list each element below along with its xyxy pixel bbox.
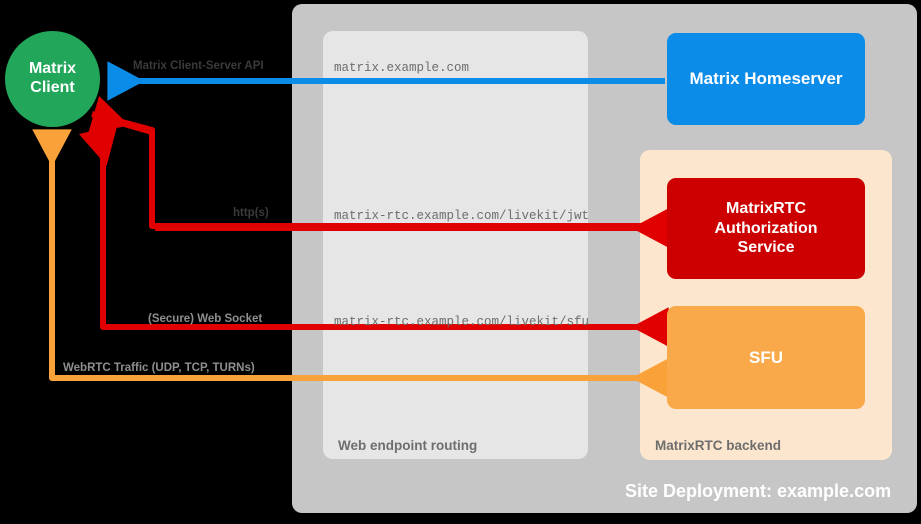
auth-service-label-line1: MatrixRTC: [725, 200, 806, 218]
edge-label-websocket-protocol: (Secure) Web Socket: [148, 313, 263, 325]
edge-label-websocket-endpoint: matrix-rtc.example.com/livekit/sfu: [334, 315, 590, 329]
edge-label-webrtc-protocol: WebRTC Traffic (UDP, TCP, TURNs): [63, 362, 255, 374]
edge-webrtc: [49, 132, 660, 381]
edge-websocket-arrow-to-client: [78, 124, 118, 166]
web-endpoint-routing-container: [323, 31, 588, 459]
web-endpoint-routing-caption: Web endpoint routing: [338, 438, 478, 453]
auth-service-label-line2: Authorization: [714, 219, 818, 237]
edge-label-jwt-protocol: http(s): [233, 207, 269, 219]
matrix-homeserver-label: Matrix Homeserver: [689, 69, 843, 88]
node-sfu[interactable]: SFU: [667, 306, 865, 409]
edge-label-jwt-endpoint: matrix-rtc.example.com/livekit/jwt: [334, 209, 590, 223]
matrix-client-label-line2: Client: [30, 79, 75, 96]
matrixrtc-backend-caption: MatrixRTC backend: [655, 438, 782, 453]
node-matrix-client[interactable]: Matrix Client: [5, 31, 100, 127]
site-deployment-caption: Site Deployment: example.com: [625, 481, 892, 501]
edge-label-cs-api-endpoint: matrix.example.com: [334, 61, 470, 75]
node-matrixrtc-authorization-service[interactable]: MatrixRTC Authorization Service: [667, 178, 865, 279]
auth-service-label-line3: Service: [737, 239, 795, 257]
matrix-client-label-line1: Matrix: [28, 60, 77, 78]
node-matrix-homeserver[interactable]: Matrix Homeserver: [667, 33, 865, 125]
edge-jwt-arrow-to-client: [88, 95, 153, 135]
edge-label-cs-api-protocol: Matrix Client-Server API: [133, 60, 264, 72]
sfu-label: SFU: [749, 347, 783, 367]
